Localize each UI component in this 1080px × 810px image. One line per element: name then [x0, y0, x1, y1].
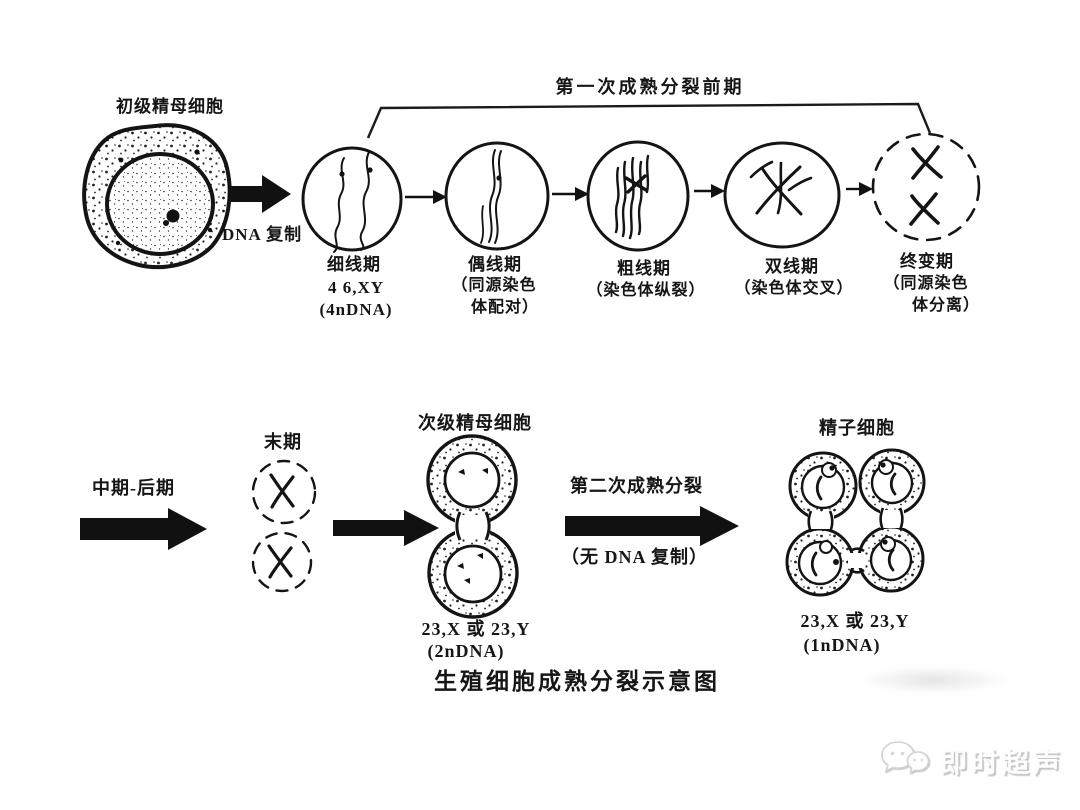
spermatid-karyotype-label: 23,X 或 23,Y [800, 611, 910, 631]
arrow-right-icon [694, 184, 725, 198]
arrow-right-icon [552, 187, 589, 201]
stage-diakinesis-name: 终变期 [900, 252, 954, 271]
block-arrow-right-icon [333, 510, 439, 546]
telophase-label: 末期 [264, 432, 302, 452]
leptotene-cell [301, 146, 403, 253]
second-division-label: 第二次成熟分裂 [570, 476, 703, 496]
telophase-cells [251, 459, 317, 593]
stage-diakinesis-note-2: 体分离） [911, 297, 981, 314]
diplotene-cell [723, 141, 841, 249]
stage-leptotene-dna: (4nDNA) [319, 300, 393, 319]
stage-diplotene-note: （染色体交叉） [734, 280, 854, 297]
stage-diakinesis-note-1: （同源染色 [883, 275, 969, 292]
secondary-karyotype-label: 23,X 或 23,Y [421, 619, 531, 639]
stage-zygotene-name: 偶线期 [468, 255, 522, 274]
chat-bubbles-icon [881, 741, 930, 774]
spermatid-cells [785, 448, 926, 597]
prophase-bracket-label: 第一次成熟分裂前期 [555, 77, 745, 97]
arrow-right-icon [405, 190, 447, 204]
diagram-caption: 生殖细胞成熟分裂示意图 [434, 669, 720, 694]
block-arrow-right-icon [80, 508, 207, 550]
watermark-text: 即时超声 [940, 747, 1064, 778]
stage-leptotene-name: 细线期 [327, 255, 381, 274]
stage-zygotene-note-2: 体配对） [470, 299, 540, 316]
primary-spermatocyte-cell [82, 123, 232, 270]
dna-replication-label: DNA 复制 [222, 225, 303, 244]
pachytene-cell [586, 140, 690, 252]
secondary-dna-label: (2nDNA) [427, 641, 505, 661]
stage-pachytene-name: 粗线期 [617, 259, 671, 278]
primary-cell-label: 初级精母细胞 [116, 97, 224, 116]
arrow-right-icon [846, 182, 873, 196]
watermark: 即时超声 [880, 738, 1064, 782]
stage-diplotene-name: 双线期 [765, 257, 819, 276]
prophase-bracket [366, 102, 932, 139]
stage-pachytene-note: （染色体纵裂） [586, 282, 706, 299]
stage-leptotene-karyotype: 4 6,XY [327, 278, 385, 297]
spermatid-dna-label: (1nDNA) [803, 635, 881, 655]
secondary-spermatocyte-cells [426, 434, 519, 619]
secondary-cell-label: 次级精母细胞 [418, 413, 532, 433]
metaphase-anaphase-label: 中期-后期 [92, 478, 175, 498]
zygotene-cell [444, 141, 550, 251]
block-arrow-right-icon [228, 175, 291, 213]
no-dna-replication-label: （无 DNA 复制） [561, 547, 709, 567]
spermatid-label: 精子细胞 [819, 418, 895, 438]
diakinesis-cell [871, 132, 981, 242]
block-arrow-right-icon [565, 506, 739, 546]
stage-zygotene-note-1: （同源染色 [451, 277, 537, 294]
scan-smudge [858, 666, 1008, 694]
